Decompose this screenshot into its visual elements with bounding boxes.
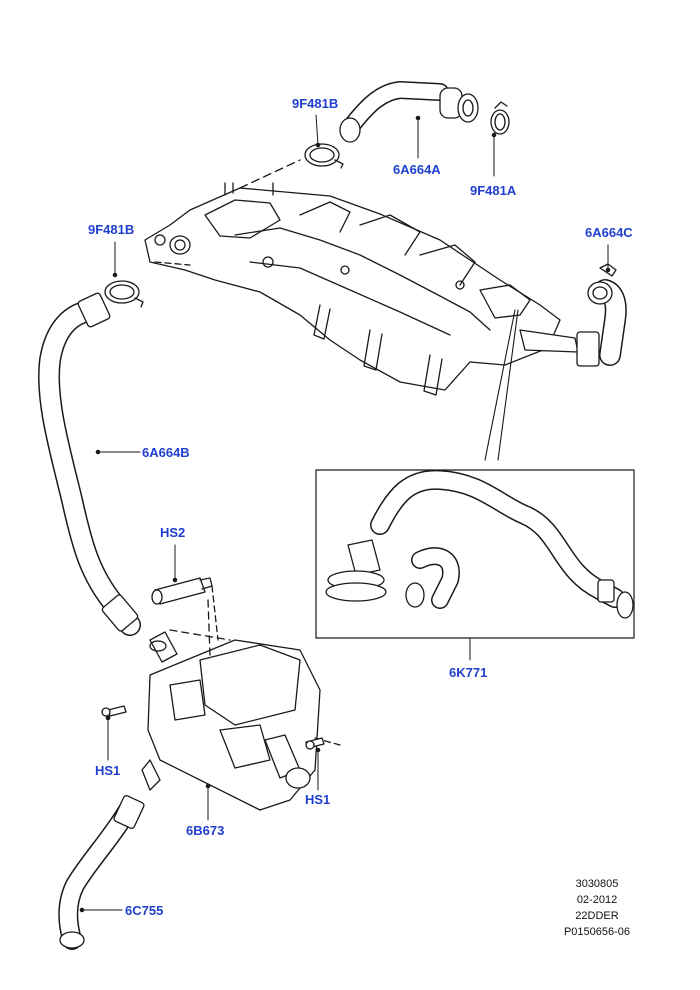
bolt-hs1-right [305,737,325,750]
meta-line-4: P0150656-06 [563,926,631,938]
label-kit-6k771[interactable]: 6K771 [449,665,488,680]
meta-line-2: 02-2012 [576,894,618,906]
clamp-9f481b-top [304,143,344,169]
hose-6c755 [58,794,145,950]
label-clamp-9f481b-top[interactable]: 9F481B [292,96,339,111]
label-separator-6b673[interactable]: 6B673 [186,823,225,838]
label-clamp-9f481a[interactable]: 9F481A [470,183,517,198]
label-hose-6a664c[interactable]: 6A664C [585,225,633,240]
kit-6k771-box [315,309,635,639]
label-hose-6a664a[interactable]: 6A664A [393,162,441,177]
label-sensor-hs2[interactable]: HS2 [160,525,186,540]
label-bolt-hs1-left[interactable]: HS1 [95,763,121,778]
label-bolt-hs1-right[interactable]: HS1 [305,792,331,807]
label-clamp-9f481b-left[interactable]: 9F481B [88,222,135,237]
label-hose-6c755[interactable]: 6C755 [125,903,164,918]
leader-lines [79,114,611,913]
illustration-meta: 3030805 02-2012 22DDER P0150656-06 [542,876,652,940]
bolt-hs1-left [101,705,127,717]
oil-separator-6b673 [141,599,341,811]
hose-6a664c [576,263,627,367]
cam-cover-assembly [144,159,579,396]
label-hose-6a664b[interactable]: 6A664B [142,445,190,460]
clamp-9f481b-left [104,280,144,308]
hose-6a664b [38,292,141,636]
clamp-9f481a [490,101,510,135]
meta-line-1: 3030805 [575,878,619,890]
meta-line-3: 22DDER [575,910,619,922]
hose-6a664a [339,81,479,143]
sensor-hs2 [151,577,219,641]
